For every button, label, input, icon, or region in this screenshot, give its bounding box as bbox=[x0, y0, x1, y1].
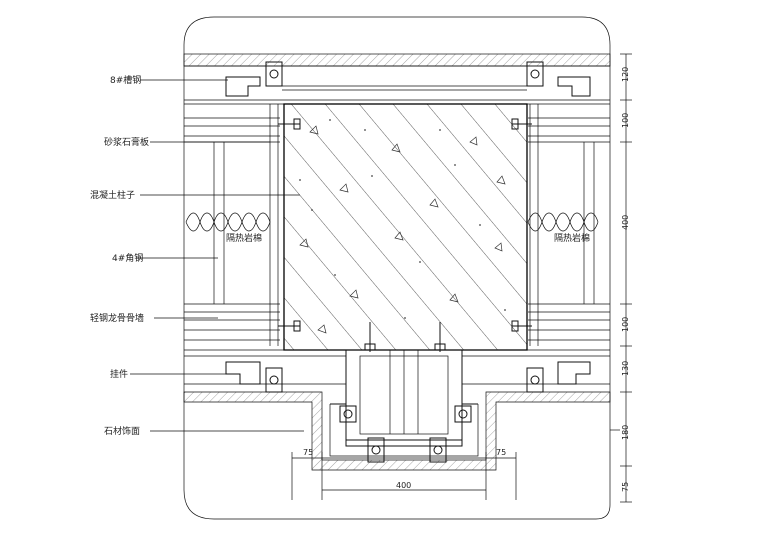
insulation-wool-right bbox=[527, 212, 599, 232]
top-channel-left bbox=[225, 76, 261, 97]
dim-bottom-width: 400 bbox=[396, 481, 411, 490]
fixing-bottom-left bbox=[367, 437, 385, 463]
dim-right-7: 75 bbox=[621, 482, 630, 492]
dim-right-3: 400 bbox=[621, 215, 630, 230]
dim-bottom-left: 75 bbox=[303, 448, 313, 457]
frame-outline bbox=[183, 16, 611, 520]
label-stone-veneer: 石材饰面 bbox=[104, 425, 140, 437]
dim-right-top: 120 bbox=[621, 67, 630, 82]
fixing-left bbox=[339, 405, 357, 423]
insulation-label-right: 隔热岩棉 bbox=[554, 232, 590, 244]
label-angle: 4#角钢 bbox=[112, 252, 143, 264]
top-bracket-right bbox=[526, 61, 544, 87]
concrete-aggregate bbox=[299, 125, 506, 334]
dim-right-6: 180 bbox=[621, 425, 630, 440]
label-fixing: 挂件 bbox=[110, 368, 128, 380]
top-channel-right bbox=[557, 76, 591, 97]
bottom-channel-left bbox=[225, 361, 261, 385]
fixing-bottom-right bbox=[429, 437, 447, 463]
dim-bottom-right: 75 bbox=[496, 448, 506, 457]
bottom-bracket-right bbox=[526, 367, 544, 393]
top-bracket-left bbox=[265, 61, 283, 87]
label-channel: 8#槽钢 bbox=[110, 74, 141, 86]
label-column: 混凝土柱子 bbox=[90, 189, 135, 201]
dim-right-2: 100 bbox=[621, 113, 630, 128]
label-steel-keel: 轻钢龙骨骨墙 bbox=[90, 312, 144, 324]
insulation-label-left: 隔热岩棉 bbox=[226, 232, 262, 244]
dim-right-4: 100 bbox=[621, 317, 630, 332]
label-stone-panel: 砂浆石膏板 bbox=[104, 136, 149, 148]
concrete-column bbox=[283, 103, 528, 351]
top-stone-band bbox=[183, 53, 611, 67]
dim-right-5: 130 bbox=[621, 361, 630, 376]
insulation-wool-left bbox=[185, 212, 271, 232]
fixing-right bbox=[454, 405, 472, 423]
bottom-channel-right bbox=[557, 361, 591, 385]
bottom-bracket-left bbox=[265, 367, 283, 393]
